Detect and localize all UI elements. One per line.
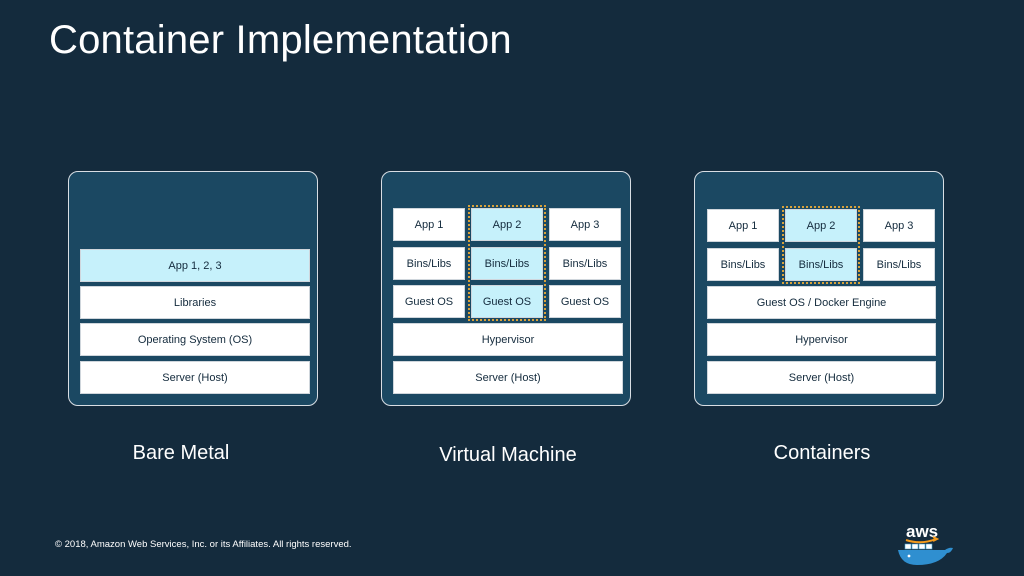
slide-title: Container Implementation <box>49 18 512 62</box>
vm-guest-os-3-box: Guest OS <box>549 285 621 318</box>
bare-metal-panel: App 1, 2, 3 Libraries Operating System (… <box>68 171 318 406</box>
aws-logo-text: aws <box>906 522 938 541</box>
bare-metal-libraries-box: Libraries <box>80 286 310 319</box>
bare-metal-server-box: Server (Host) <box>80 361 310 394</box>
docker-whale-icon: aws <box>898 522 953 565</box>
vm-bins-1-box: Bins/Libs <box>393 247 465 280</box>
vm-bins-2-box: Bins/Libs <box>471 247 543 280</box>
bare-metal-os-box: Operating System (OS) <box>80 323 310 356</box>
vm-server-box: Server (Host) <box>393 361 623 394</box>
containers-label: Containers <box>773 442 871 464</box>
vm-app-2-box: App 2 <box>471 208 543 241</box>
containers-bins-2-box: Bins/Libs <box>785 248 857 281</box>
containers-bins-1-box: Bins/Libs <box>707 248 779 281</box>
containers-app-2-box: App 2 <box>785 209 857 242</box>
vm-bins-3-box: Bins/Libs <box>549 247 621 280</box>
vm-hypervisor-box: Hypervisor <box>393 323 623 356</box>
containers-server-box: Server (Host) <box>707 361 936 394</box>
bare-metal-apps-box: App 1, 2, 3 <box>80 249 310 282</box>
containers-app-3-box: App 3 <box>863 209 935 242</box>
vm-guest-os-2-box: Guest OS <box>471 285 543 318</box>
containers-panel: App 1 App 2 App 3 Bins/Libs Bins/Libs Bi… <box>694 171 944 406</box>
virtual-machine-label: Virtual Machine <box>439 444 577 466</box>
containers-app-1-box: App 1 <box>707 209 779 242</box>
containers-hypervisor-box: Hypervisor <box>707 323 936 356</box>
vm-guest-os-1-box: Guest OS <box>393 285 465 318</box>
containers-engine-box: Guest OS / Docker Engine <box>707 286 936 319</box>
virtual-machine-panel: App 1 App 2 App 3 Bins/Libs Bins/Libs Bi… <box>381 171 631 406</box>
containers-bins-3-box: Bins/Libs <box>863 248 935 281</box>
vm-app-1-box: App 1 <box>393 208 465 241</box>
vm-app-3-box: App 3 <box>549 208 621 241</box>
bare-metal-label: Bare Metal <box>132 442 230 464</box>
copyright-footer: © 2018, Amazon Web Services, Inc. or its… <box>55 539 352 550</box>
